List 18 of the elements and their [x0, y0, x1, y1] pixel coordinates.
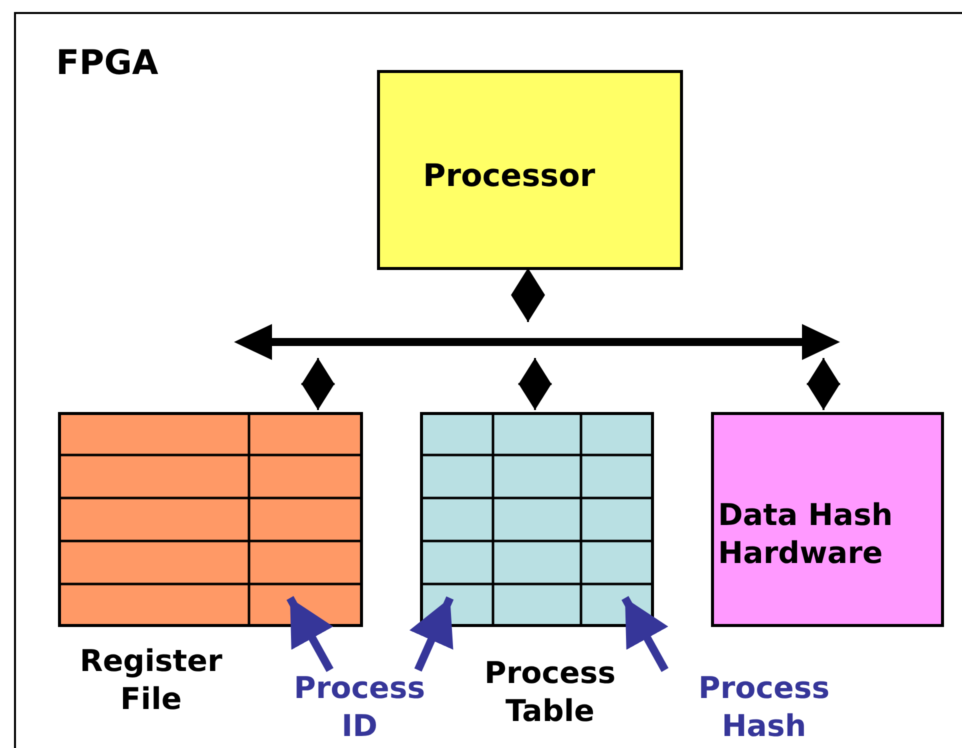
pointer-arrow	[622, 596, 668, 672]
bus-connector	[806, 358, 840, 410]
table-caption: Process Table	[483, 655, 617, 730]
processor-box	[377, 70, 683, 270]
bus-connector	[301, 358, 335, 410]
pointer-arrow	[286, 596, 334, 672]
chip-title: FPGA	[56, 42, 160, 84]
table-caption: Register File	[78, 643, 224, 718]
bus-connector	[518, 358, 552, 410]
callout-text: Process ID	[292, 670, 426, 745]
hardware-box	[711, 412, 944, 627]
box-label: Data Hash Hardware	[718, 497, 894, 572]
fpga-frame	[14, 12, 962, 748]
pointer-arrow	[409, 596, 454, 672]
bus-connector	[511, 268, 545, 322]
callout-text: Process Hash	[697, 670, 831, 745]
box-label: Processor	[422, 157, 596, 196]
bus-drawing	[234, 324, 840, 360]
